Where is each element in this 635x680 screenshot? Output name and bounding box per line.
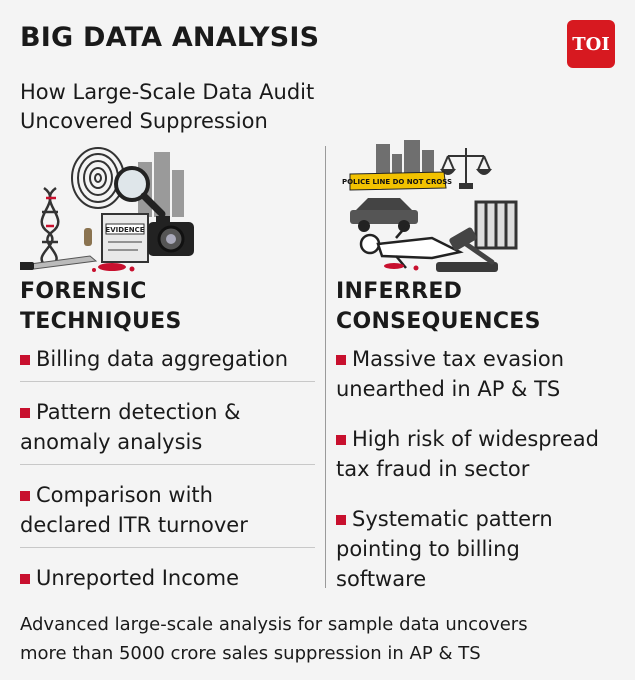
list-item: High risk of widespread tax fraud in sec… bbox=[336, 424, 599, 484]
item-text: Unreported Income bbox=[36, 566, 240, 590]
bullet-casing-icon bbox=[84, 228, 92, 246]
police-car-icon bbox=[350, 198, 418, 232]
list-item: Massive tax evasion unearthed in AP & TS bbox=[336, 344, 564, 404]
item-text: Comparison with bbox=[36, 483, 213, 507]
knife-icon bbox=[20, 255, 98, 270]
camera-icon bbox=[148, 216, 194, 256]
list-item: Unreported Income bbox=[20, 563, 239, 593]
item-text: Massive tax evasion bbox=[352, 347, 565, 371]
item-text: pointing to billing bbox=[336, 537, 520, 561]
subtitle-line: How Large-Scale Data Audit bbox=[20, 80, 315, 104]
toi-logo: TOI bbox=[567, 20, 615, 68]
blood-stain-icon bbox=[384, 263, 419, 271]
evidence-label: EVIDENCE bbox=[105, 226, 144, 234]
evidence-bag-icon: EVIDENCE bbox=[101, 213, 149, 263]
red-square-bullet-icon bbox=[336, 435, 346, 445]
page-subtitle: How Large-Scale Data Audit Uncovered Sup… bbox=[20, 78, 400, 136]
item-text: software bbox=[336, 567, 427, 591]
crime-scene-courthouse-illustration: POLICE LINE DO NOT CROSS bbox=[342, 140, 518, 272]
page-title: BIG DATA ANALYSIS bbox=[20, 22, 320, 53]
item-separator bbox=[20, 381, 315, 382]
item-text: Pattern detection & bbox=[36, 400, 241, 424]
subtitle-line: Uncovered Suppression bbox=[20, 109, 268, 133]
item-separator bbox=[20, 547, 315, 548]
police-tape-label: POLICE LINE DO NOT CROSS bbox=[342, 178, 452, 186]
item-text: Billing data aggregation bbox=[36, 347, 289, 371]
scales-of-justice-icon bbox=[439, 148, 493, 189]
item-text: declared ITR turnover bbox=[20, 513, 248, 537]
red-square-bullet-icon bbox=[336, 355, 346, 365]
item-text: High risk of widespread bbox=[352, 427, 599, 451]
red-square-bullet-icon bbox=[20, 574, 30, 584]
heading-line: TECHNIQUES bbox=[20, 309, 182, 334]
jail-bars-icon bbox=[474, 200, 518, 250]
magnifier-icon bbox=[114, 166, 166, 218]
body-outline-icon bbox=[359, 223, 464, 269]
inferred-consequences-heading: INFERRED CONSEQUENCES bbox=[336, 277, 541, 337]
red-square-bullet-icon bbox=[20, 408, 30, 418]
gavel-icon bbox=[436, 227, 498, 272]
list-item: Billing data aggregation bbox=[20, 344, 288, 374]
list-item: Pattern detection & anomaly analysis bbox=[20, 397, 240, 457]
item-text: tax fraud in sector bbox=[336, 457, 530, 481]
police-tape-icon: POLICE LINE DO NOT CROSS bbox=[342, 171, 452, 191]
blood-stain-icon bbox=[92, 263, 135, 272]
list-item: Comparison with declared ITR turnover bbox=[20, 480, 248, 540]
item-text: anomaly analysis bbox=[20, 430, 203, 454]
list-item: Systematic pattern pointing to billing s… bbox=[336, 504, 553, 594]
item-text: unearthed in AP & TS bbox=[336, 377, 561, 401]
column-divider bbox=[325, 146, 326, 588]
footer-note: Advanced large-scale analysis for sample… bbox=[20, 610, 620, 668]
red-square-bullet-icon bbox=[336, 515, 346, 525]
red-square-bullet-icon bbox=[20, 355, 30, 365]
heading-line: INFERRED bbox=[336, 279, 463, 304]
item-separator bbox=[20, 464, 315, 465]
forensic-techniques-heading: FORENSIC TECHNIQUES bbox=[20, 277, 182, 337]
footer-line: more than 5000 crore sales suppression i… bbox=[20, 643, 481, 664]
footer-line: Advanced large-scale analysis for sample… bbox=[20, 614, 528, 635]
red-square-bullet-icon bbox=[20, 491, 30, 501]
heading-line: CONSEQUENCES bbox=[336, 309, 541, 334]
heading-line: FORENSIC bbox=[20, 279, 147, 304]
forensic-evidence-illustration: EVIDENCE bbox=[20, 147, 194, 272]
dna-icon bbox=[40, 186, 60, 267]
item-text: Systematic pattern bbox=[352, 507, 553, 531]
